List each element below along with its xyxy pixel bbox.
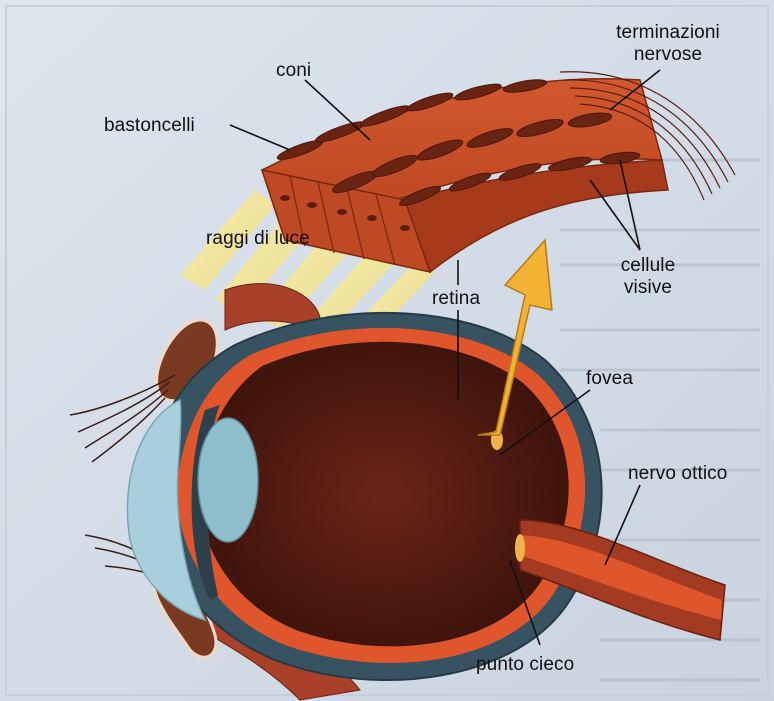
blind-spot-mark (515, 534, 525, 562)
label-cellule-visive: cellule visive (608, 255, 688, 299)
label-coni: coni (276, 60, 311, 82)
label-terminazioni-line2: nervose (588, 44, 748, 66)
label-cellule-line2: visive (608, 277, 688, 299)
label-terminazioni-nervose: terminazioni nervose (588, 22, 748, 66)
label-punto-cieco: punto cieco (476, 654, 574, 676)
label-fovea: fovea (586, 368, 633, 390)
label-bastoncelli: bastoncelli (104, 115, 195, 137)
label-cellule-line1: cellule (608, 255, 688, 277)
label-nervo-ottico: nervo ottico (628, 463, 727, 485)
lens (198, 418, 258, 542)
label-raggi-di-luce: raggi di luce (206, 228, 310, 250)
label-retina: retina (432, 288, 480, 310)
label-terminazioni-line1: terminazioni (588, 22, 748, 44)
